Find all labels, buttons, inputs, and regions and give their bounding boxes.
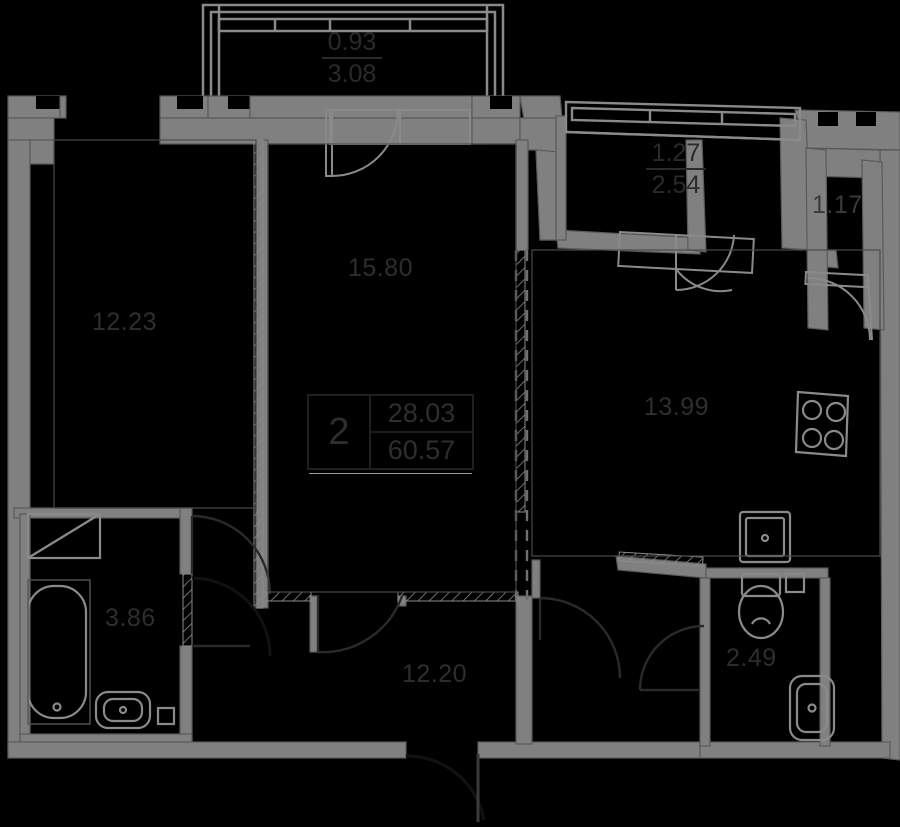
summary-box-underline	[309, 473, 472, 474]
area-label-pantry: 1.17	[812, 191, 863, 219]
area-label-bedroom-middle: 15.80	[348, 254, 414, 282]
area-label-balcony-right: 1.27 2.54	[646, 139, 706, 199]
doors	[190, 109, 873, 822]
sink-wc	[788, 674, 836, 742]
door-wc	[638, 624, 705, 692]
apartment-summary-box: 2 28.03 60.57	[307, 394, 474, 470]
fixtures	[26, 390, 850, 742]
wall-wc-right	[819, 577, 831, 747]
area-label-bathroom: 3.86	[105, 604, 156, 632]
toilet	[737, 572, 785, 640]
area-label-kitchen-living: 13.99	[644, 393, 710, 421]
wall-bath-right-b	[179, 645, 193, 743]
balcony-top-divider-rule	[322, 57, 382, 59]
wall-pantry-left	[805, 147, 829, 331]
balcony-right-glazing	[564, 100, 802, 142]
kitchen-sink	[738, 510, 792, 564]
wall-bottom-right	[699, 741, 891, 759]
balcony-right-area-full: 2.54	[651, 171, 701, 199]
door-balcony-right	[617, 230, 755, 293]
summary-rooms-count: 2	[309, 396, 371, 468]
area-label-hallway: 12.20	[402, 660, 468, 688]
door-bedroom-middle	[316, 595, 404, 654]
stove-kitchen	[794, 390, 850, 458]
bath-cabinet	[26, 512, 102, 560]
area-label-balcony-top: 0.93 3.08	[322, 28, 382, 88]
interior-outlines	[53, 139, 881, 593]
door-hall-to-bath	[191, 576, 272, 657]
area-label-toilet-room: 2.49	[726, 644, 777, 672]
wall-pantry-right	[861, 159, 885, 331]
door-entrance	[405, 754, 486, 822]
wall-top-right-a	[249, 95, 473, 119]
partition-walls-hatched	[182, 139, 704, 647]
wall-wc-left	[699, 577, 711, 747]
balcony-top-area-full: 3.08	[327, 60, 377, 88]
balcony-right-divider-rule	[646, 168, 706, 170]
area-label-living-room-left: 12.23	[92, 308, 158, 336]
wall-under-balcony-right	[555, 229, 701, 255]
door-pantry	[804, 270, 873, 341]
wall-exterior-right	[879, 149, 900, 761]
wall-balcony-post-left	[555, 115, 567, 241]
sink-left-bath	[94, 690, 152, 730]
bathtub-left	[26, 584, 88, 720]
balcony-right-area-reduced: 1.27	[651, 139, 701, 167]
bath-small-fixture	[156, 706, 176, 726]
wc-small-fixture	[784, 572, 806, 594]
wall-left-notch	[29, 139, 55, 165]
wall-hall-right	[515, 595, 533, 745]
summary-living-area: 28.03	[371, 396, 472, 433]
wall-bath-right-a	[179, 507, 193, 575]
wall-bedroom-right-a	[515, 139, 529, 251]
bath-niche	[27, 579, 91, 725]
wall-bottom-mid	[477, 741, 701, 759]
summary-total-area: 60.57	[387, 435, 456, 465]
door-balcony-top	[325, 109, 471, 177]
wall-hall-stub	[531, 559, 541, 599]
summary-areas: 28.03 60.57	[371, 396, 472, 468]
door-kitchen-hall	[538, 596, 622, 679]
wall-top-left-b	[7, 117, 55, 141]
wall-bottom-left	[7, 741, 407, 759]
balcony-top-area-reduced: 0.93	[327, 28, 377, 56]
wall-top-far-right	[794, 109, 900, 151]
